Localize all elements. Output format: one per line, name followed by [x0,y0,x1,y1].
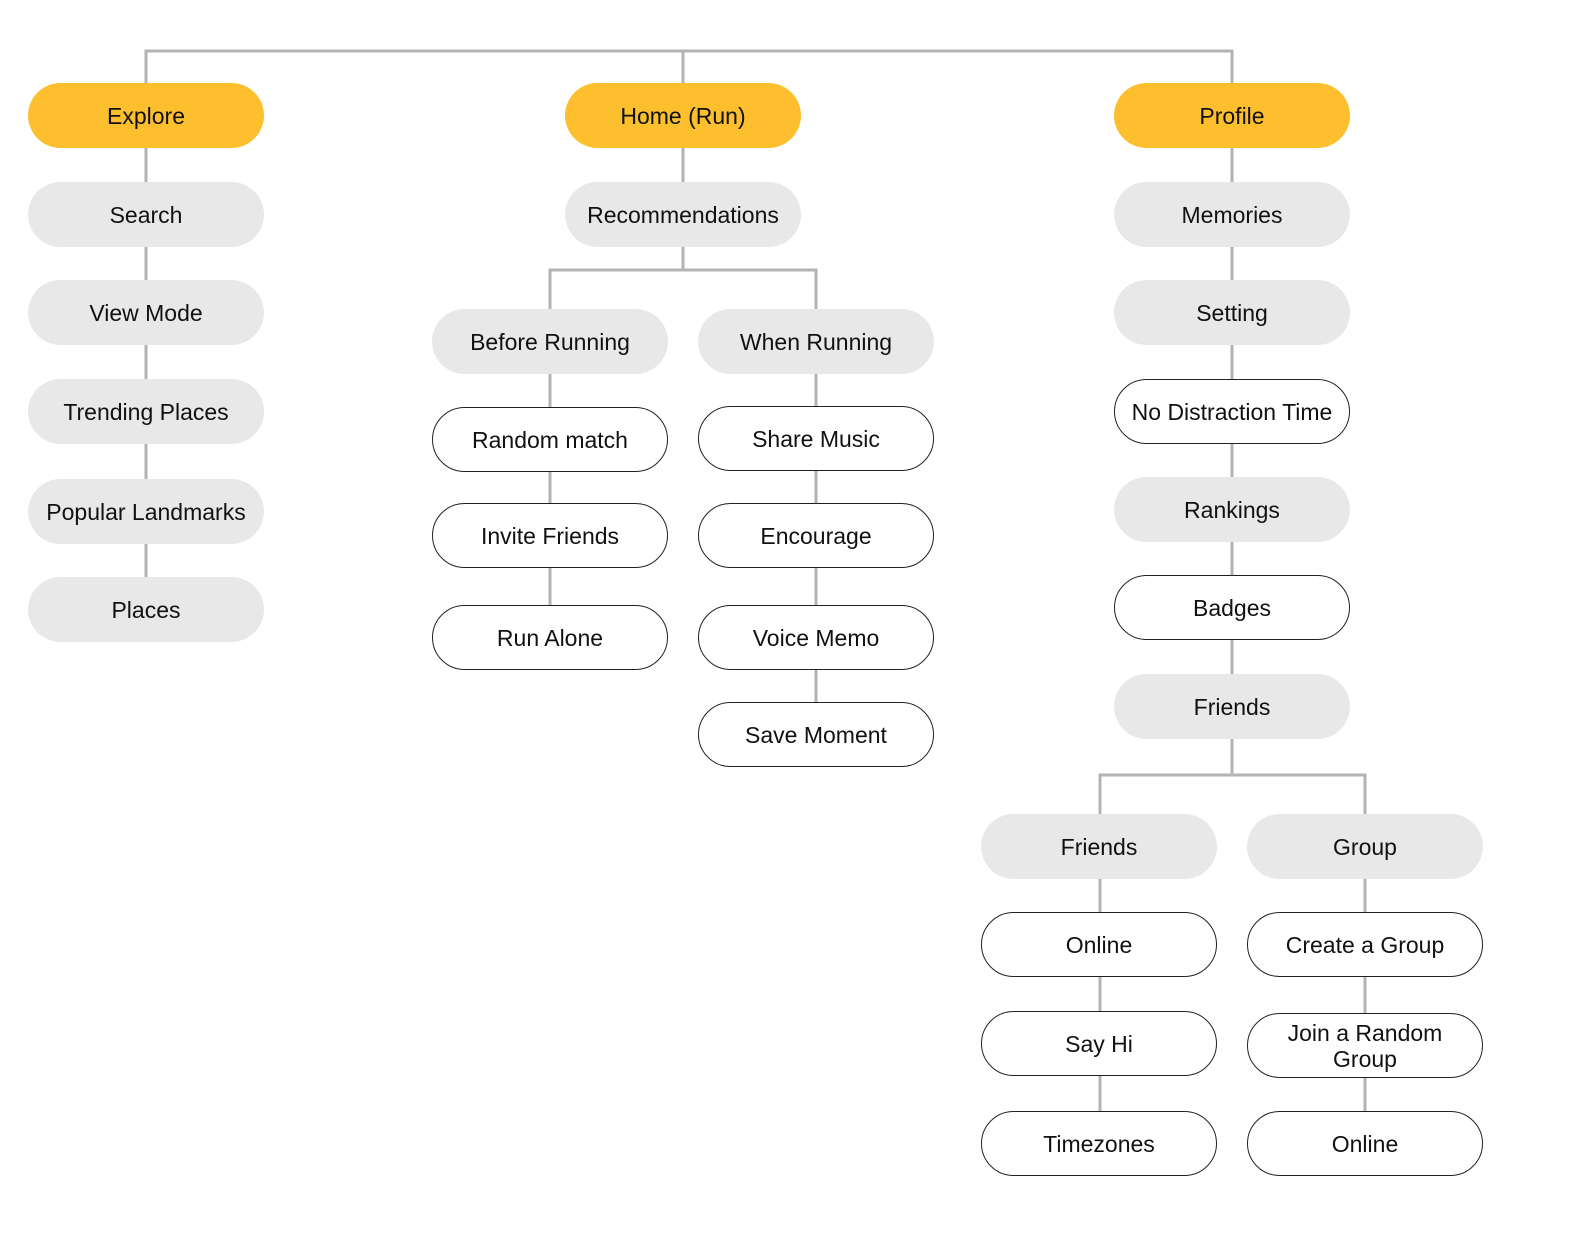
connector-top-bar [144,49,1234,83]
node-run-alone[interactable]: Run Alone [432,605,668,670]
node-home-run[interactable]: Home (Run) [565,83,801,148]
connector-friends-split [1098,740,1367,814]
node-popular-landmarks[interactable]: Popular Landmarks [28,479,264,544]
node-profile[interactable]: Profile [1114,83,1350,148]
node-recommendations[interactable]: Recommendations [565,182,801,247]
node-group[interactable]: Group [1247,814,1483,879]
node-random-match[interactable]: Random match [432,407,668,472]
node-badges[interactable]: Badges [1114,575,1350,640]
node-timezones[interactable]: Timezones [981,1111,1217,1176]
node-no-distraction-time[interactable]: No Distraction Time [1114,379,1350,444]
node-rankings[interactable]: Rankings [1114,477,1350,542]
node-explore[interactable]: Explore [28,83,264,148]
node-save-moment[interactable]: Save Moment [698,702,934,767]
node-join-random-group[interactable]: Join a Random Group [1247,1013,1483,1078]
node-encourage[interactable]: Encourage [698,503,934,568]
node-setting[interactable]: Setting [1114,280,1350,345]
node-voice-memo[interactable]: Voice Memo [698,605,934,670]
node-invite-friends[interactable]: Invite Friends [432,503,668,568]
node-create-group[interactable]: Create a Group [1247,912,1483,977]
node-memories[interactable]: Memories [1114,182,1350,247]
node-friends[interactable]: Friends [1114,674,1350,739]
node-online-group[interactable]: Online [1247,1111,1483,1176]
connector-home-recommendations [548,148,818,309]
node-before-running[interactable]: Before Running [432,309,668,374]
node-trending-places[interactable]: Trending Places [28,379,264,444]
node-when-running[interactable]: When Running [698,309,934,374]
node-share-music[interactable]: Share Music [698,406,934,471]
node-friends-sub[interactable]: Friends [981,814,1217,879]
node-places[interactable]: Places [28,577,264,642]
node-online-friends[interactable]: Online [981,912,1217,977]
node-search[interactable]: Search [28,182,264,247]
node-say-hi[interactable]: Say Hi [981,1011,1217,1076]
node-view-mode[interactable]: View Mode [28,280,264,345]
